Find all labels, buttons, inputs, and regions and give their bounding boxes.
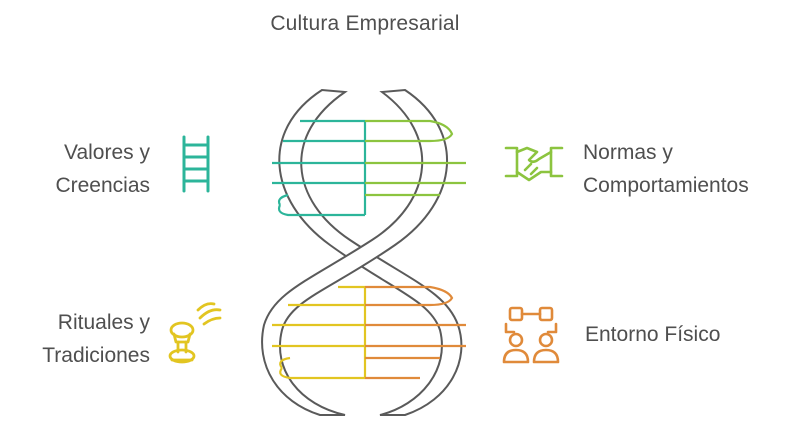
helix-strand-back [278,88,463,416]
ladder-icon [182,135,210,193]
label-entorno-fisico: Entorno Físico [585,318,720,351]
label-valores-creencias: Valores y Creencias [40,136,150,202]
label-rituales-line2: Tradiciones [42,344,150,367]
label-rituales-line1: Rituales y [57,311,150,334]
label-rituales-tradiciones: Rituales y Tradiciones [20,306,150,372]
telephone-ringing-icon [168,302,222,364]
label-valores-line2: Creencias [55,174,150,197]
people-network-icon [502,306,560,364]
bottom-rungs [272,285,466,380]
helix-strand-front [261,88,449,416]
label-valores-line1: Valores y [64,141,150,164]
handshake-icon [504,146,564,182]
label-normas-line2: Comportamientos [583,174,749,197]
top-rungs [272,119,466,217]
label-normas-comportamientos: Normas y Comportamientos [583,136,749,202]
label-normas-line1: Normas y [583,141,673,164]
label-entorno-line1: Entorno Físico [585,323,721,346]
diagram-title: Cultura Empresarial [270,12,460,35]
